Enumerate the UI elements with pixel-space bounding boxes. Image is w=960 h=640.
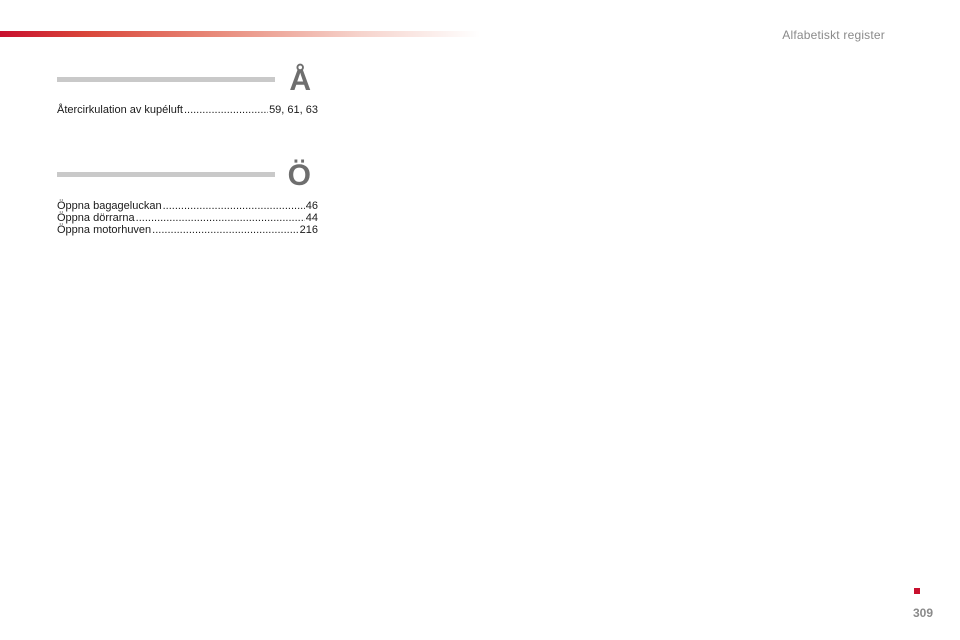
page-number: 309 — [913, 606, 934, 620]
entry-leader-dots — [136, 212, 305, 224]
entry-page-refs[interactable]: 216 — [299, 224, 318, 236]
index-entry-list: Återcirkulation av kupéluft 59, 61, 63 — [57, 104, 318, 116]
section-letter: Å — [289, 64, 311, 97]
section-letter: Ö — [287, 159, 311, 192]
index-section-o-umlaut: Ö Öppna bagageluckan 46 Öppna dörrarna 4… — [57, 158, 318, 236]
entry-page-refs[interactable]: 46 — [305, 200, 318, 212]
header-title: Alfabetiskt register — [782, 28, 885, 42]
index-entry[interactable]: Återcirkulation av kupéluft 59, 61, 63 — [57, 104, 318, 116]
entry-page-refs[interactable]: 59, 61, 63 — [269, 104, 318, 116]
section-divider — [57, 77, 275, 82]
entry-leader-dots — [152, 224, 298, 236]
header-accent-bar — [0, 31, 480, 37]
index-entry[interactable]: Öppna motorhuven 216 — [57, 224, 318, 236]
index-entry[interactable]: Öppna dörrarna 44 — [57, 212, 318, 224]
index-entry-list: Öppna bagageluckan 46 Öppna dörrarna 44 … — [57, 200, 318, 236]
section-divider — [57, 172, 275, 177]
page-marker-square — [914, 588, 920, 594]
index-section-a-ring: Å Återcirkulation av kupéluft 59, 61, 63 — [57, 63, 318, 116]
index-entry[interactable]: Öppna bagageluckan 46 — [57, 200, 318, 212]
entry-label: Öppna dörrarna — [57, 212, 135, 224]
entry-label: Återcirkulation av kupéluft — [57, 104, 183, 116]
entry-page-refs[interactable]: 44 — [305, 212, 318, 224]
section-header: Å — [57, 63, 318, 99]
section-header: Ö — [57, 158, 318, 194]
entry-leader-dots — [184, 104, 268, 116]
entry-leader-dots — [163, 200, 305, 212]
entry-label: Öppna bagageluckan — [57, 200, 162, 212]
entry-label: Öppna motorhuven — [57, 224, 152, 236]
